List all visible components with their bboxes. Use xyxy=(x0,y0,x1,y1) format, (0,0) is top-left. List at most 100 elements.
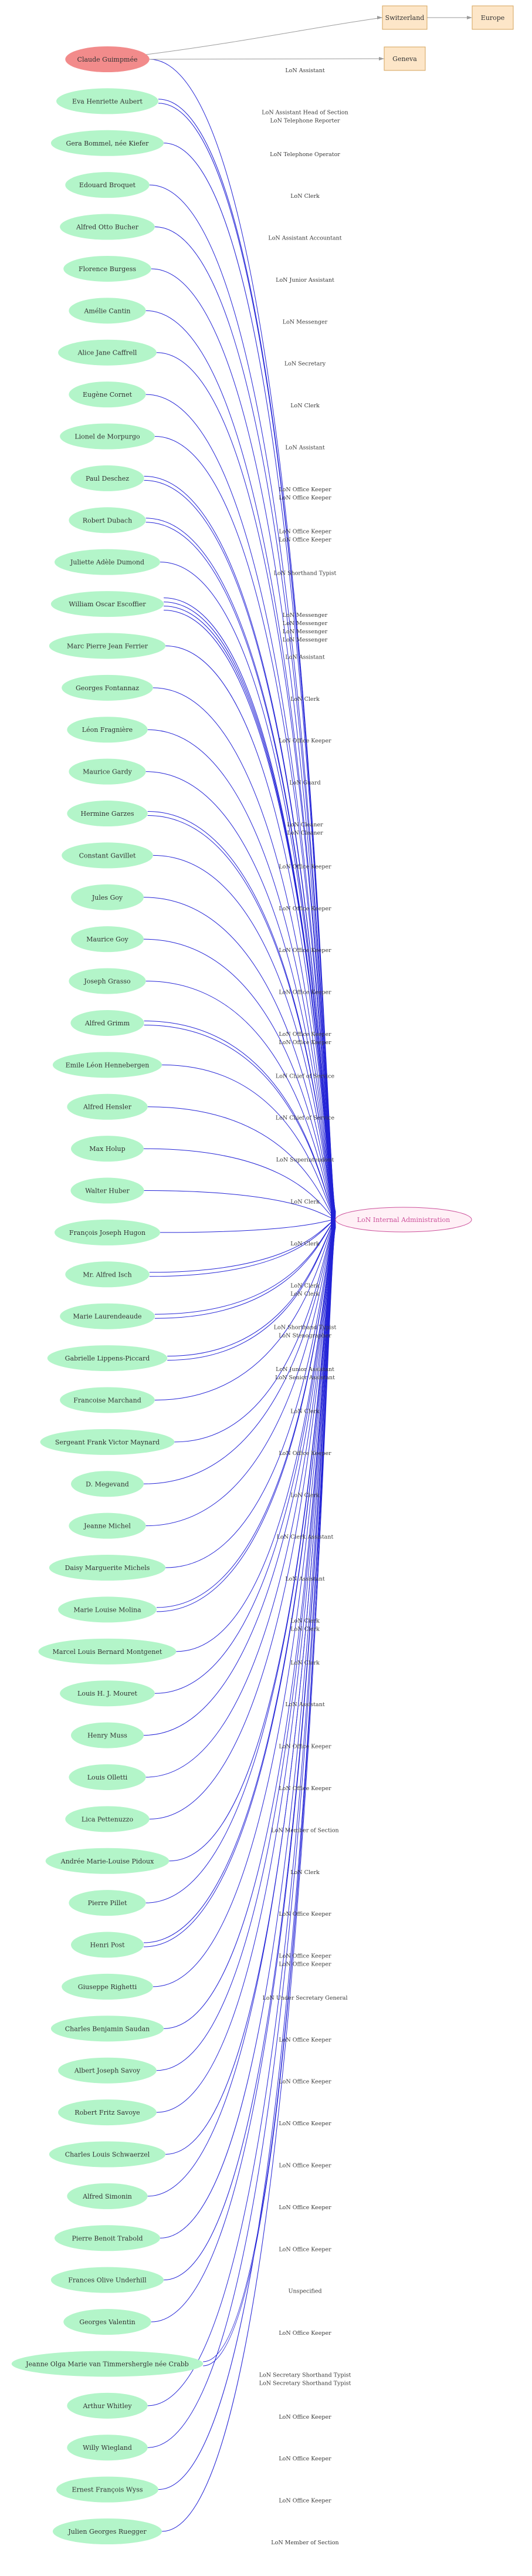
person-ellipse xyxy=(71,926,144,953)
person-node-jeanne-michel[interactable]: Jeanne Michel xyxy=(69,1512,146,1539)
person-node-emile-leon-hennebergen[interactable]: Emile Léon Hennebergen xyxy=(52,1052,162,1078)
place-node-geneva[interactable]: Geneva xyxy=(384,46,426,71)
person-node-arthur-whitley[interactable]: Arthur Whitley xyxy=(67,2392,148,2419)
person-node-constant-gavillet[interactable]: Constant Gavillet xyxy=(62,842,153,869)
person-node-louis-h-j-mouret[interactable]: Louis H. J. Mouret xyxy=(60,1680,155,1707)
person-node-lica-pettenuzzo[interactable]: Lica Pettenuzzo xyxy=(65,1806,150,1832)
person-node-ernest-francois-wyss[interactable]: Ernest François Wyss xyxy=(56,2476,158,2503)
person-ellipse xyxy=(11,2351,204,2377)
person-node-georges-fontannaz[interactable]: Georges Fontannaz xyxy=(62,674,153,701)
person-ellipse xyxy=(54,2225,161,2251)
person-name-label: Emile Léon Hennebergen xyxy=(66,1061,150,1069)
person-node-louis-olletti[interactable]: Louis Olletti xyxy=(69,1764,146,1790)
person-node-maurice-gardy[interactable]: Maurice Gardy xyxy=(69,758,146,785)
person-node-claude-guimpmee[interactable]: Claude Guimpmée xyxy=(65,46,150,72)
person-node-jules-goy[interactable]: Jules Goy xyxy=(71,884,144,910)
person-node-edouard-broquet[interactable]: Edouard Broquet xyxy=(65,172,150,198)
person-node-gera-bommel-nee-kiefer[interactable]: Gera Bommel, née Kiefer xyxy=(50,130,164,156)
person-node-marcel-louis-bernard-montgenet[interactable]: Marcel Louis Bernard Montgenet xyxy=(38,1638,177,1665)
person-node-francois-joseph-hugon[interactable]: François Joseph Hugon xyxy=(54,1219,161,1245)
person-ellipse xyxy=(60,423,155,450)
person-node-marie-laurendeaude[interactable]: Marie Laurendeaude xyxy=(60,1303,155,1329)
person-node-alfred-hensler[interactable]: Alfred Hensler xyxy=(67,1093,148,1120)
person-ellipse xyxy=(71,884,144,910)
person-node-alice-jane-caffrell[interactable]: Alice Jane Caffrell xyxy=(58,339,157,366)
person-node-lionel-de-morpurgo[interactable]: Lionel de Morpurgo xyxy=(60,423,155,450)
person-node-frances-olive-underhill[interactable]: Frances Olive Underhill xyxy=(50,2267,164,2293)
person-node-walter-huber[interactable]: Walter Huber xyxy=(70,1177,144,1204)
person-node-max-holup[interactable]: Max Holup xyxy=(71,1136,144,1162)
person-node-jeanne-olga-marie-van-timmershergle-nee-crabb[interactable]: Jeanne Olga Marie van Timmershergle née … xyxy=(11,2351,204,2377)
edge-label-role: LoN Office Keeper xyxy=(279,1911,331,1917)
person-name-label: Charles Benjamin Saudan xyxy=(65,2025,150,2033)
person-name-label: William Oscar Escoffier xyxy=(69,600,146,608)
edge-label-role: LoN Clerk xyxy=(290,1618,320,1624)
person-node-henry-muss[interactable]: Henry Muss xyxy=(71,1722,144,1748)
person-node-francoise-marchand[interactable]: Francoise Marchand xyxy=(60,1387,155,1413)
person-node-sergeant-frank-victor-maynard[interactable]: Sergeant Frank Victor Maynard xyxy=(40,1429,175,1455)
person-node-maurice-goy[interactable]: Maurice Goy xyxy=(71,926,144,953)
edge-max-holup-to-lon xyxy=(143,1148,336,1220)
person-node-robert-dubach[interactable]: Robert Dubach xyxy=(69,507,146,534)
edge-label-role: LoN Office Keeper xyxy=(279,2498,331,2504)
person-node-alfred-otto-bucher[interactable]: Alfred Otto Bucher xyxy=(60,214,155,240)
edge-label-role: LoN Office Keeper xyxy=(279,738,331,744)
edge-andree-marie-louise-pidoux-to-lon xyxy=(169,1223,336,1862)
person-node-pierre-pillet[interactable]: Pierre Pillet xyxy=(69,1890,146,1916)
person-ellipse xyxy=(56,88,158,114)
target-node-lon-internal-administration[interactable]: LoN Internal Administration xyxy=(335,1207,472,1233)
edge-alfred-otto-bucher-to-lon xyxy=(154,227,336,1213)
edge-label-role: LoN Messenger xyxy=(283,629,328,635)
person-node-hermine-garzes[interactable]: Hermine Garzes xyxy=(67,801,148,827)
edge-label-role: LoN Guard xyxy=(289,780,320,786)
person-node-joseph-grasso[interactable]: Joseph Grasso xyxy=(69,968,146,994)
person-node-charles-louis-schwaerzel[interactable]: Charles Louis Schwaerzel xyxy=(49,2141,166,2168)
person-node-marc-pierre-jean-ferrier[interactable]: Marc Pierre Jean Ferrier xyxy=(49,633,166,659)
person-name-label: Francoise Marchand xyxy=(73,1396,141,1404)
edge-label-role: LoN Clerk xyxy=(290,403,320,409)
person-node-charles-benjamin-saudan[interactable]: Charles Benjamin Saudan xyxy=(50,2015,164,2042)
person-node-william-oscar-escoffier[interactable]: William Oscar Escoffier xyxy=(50,591,164,617)
person-ellipse xyxy=(49,2141,166,2168)
edge-label-role: LoN Assistant xyxy=(285,654,324,660)
person-node-eugene-cornet[interactable]: Eugène Cornet xyxy=(69,381,146,408)
person-name-label: Henri Post xyxy=(90,1942,125,1949)
person-node-gabrielle-lippens-piccard[interactable]: Gabrielle Lippens-Piccard xyxy=(47,1345,168,1372)
person-name-label: Marie Laurendeaude xyxy=(73,1313,141,1321)
person-node-eva-henriette-aubert[interactable]: Eva Henriette Aubert xyxy=(56,88,158,114)
person-node-florence-burgess[interactable]: Florence Burgess xyxy=(63,255,151,282)
edge-marc-pierre-jean-ferrier-to-lon xyxy=(165,645,336,1216)
person-name-label: Maurice Gardy xyxy=(83,768,132,776)
person-node-amelie-cantin[interactable]: Amélie Cantin xyxy=(69,298,146,324)
edge-label-role: LoN Messenger xyxy=(283,637,328,643)
place-node-europe[interactable]: Europe xyxy=(472,5,514,30)
edge-label-role: LoN Under Secretary General xyxy=(263,1995,348,2001)
person-node-henri-post[interactable]: Henri Post xyxy=(71,1932,144,1958)
person-ellipse xyxy=(71,1722,144,1748)
edge-label-role: LoN Assistant xyxy=(285,67,324,74)
person-node-alfred-grimm[interactable]: Alfred Grimm xyxy=(70,1010,144,1036)
person-ellipse xyxy=(58,1596,157,1623)
person-node-mr-alfred-isch[interactable]: Mr. Alfred Isch xyxy=(65,1261,150,1288)
person-node-willy-wiegland[interactable]: Willy Wiegland xyxy=(67,2435,148,2461)
person-node-andree-marie-louise-pidoux[interactable]: Andrée Marie-Louise Pidoux xyxy=(45,1848,170,1874)
person-node-albert-joseph-savoy[interactable]: Albert Joseph Savoy xyxy=(58,2057,157,2084)
person-node-leon-fragniere[interactable]: Léon Fragnière xyxy=(67,717,148,743)
person-node-robert-fritz-savoye[interactable]: Robert Fritz Savoye xyxy=(58,2099,157,2126)
place-node-switzerland[interactable]: Switzerland xyxy=(382,5,428,30)
person-node-juliette-adele-dumond[interactable]: Juliette Adèle Dumond xyxy=(54,549,161,575)
person-node-marie-louise-molina[interactable]: Marie Louise Molina xyxy=(58,1596,157,1623)
person-ellipse xyxy=(69,968,146,994)
person-node-paul-deschez[interactable]: Paul Deschez xyxy=(70,465,144,491)
edge-marie-laurendeaude-to-lon xyxy=(154,1220,336,1319)
edge-label-role: LoN Junior Assistant xyxy=(276,277,334,283)
edge-daisy-marguerite-michels-to-lon xyxy=(165,1221,336,1568)
person-node-georges-valentin[interactable]: Georges Valentin xyxy=(63,2309,151,2335)
person-node-pierre-benoit-trabold[interactable]: Pierre Benoit Trabold xyxy=(54,2225,161,2251)
person-node-d-megevand[interactable]: D. Megevand xyxy=(71,1471,144,1497)
person-node-daisy-marguerite-michels[interactable]: Daisy Marguerite Michels xyxy=(49,1555,166,1581)
person-node-julien-georges-ruegger[interactable]: Julien Georges Ruegger xyxy=(52,2518,162,2544)
person-node-giuseppe-righetti[interactable]: Giuseppe Righetti xyxy=(62,1973,153,2000)
person-name-label: Amélie Cantin xyxy=(83,307,130,315)
person-node-alfred-simonin[interactable]: Alfred Simonin xyxy=(67,2183,148,2209)
